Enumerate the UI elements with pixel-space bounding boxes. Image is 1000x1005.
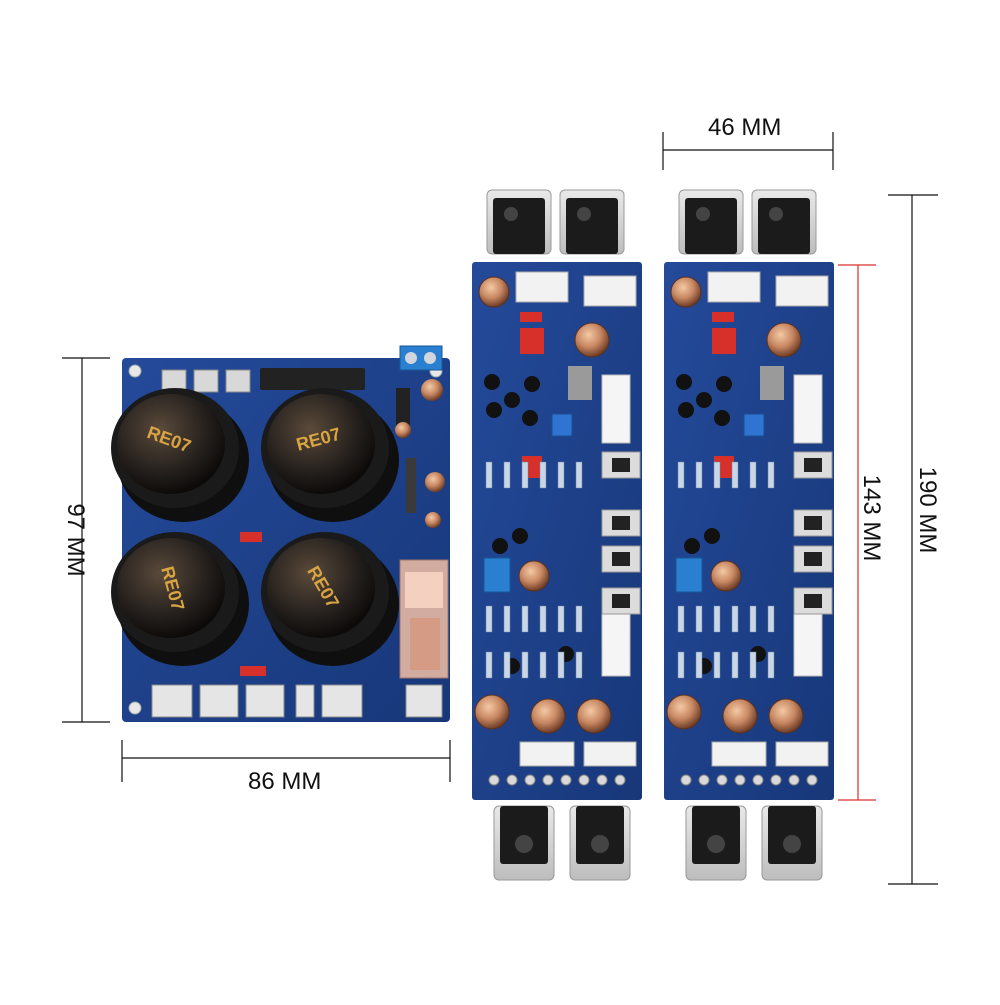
pcb-height-line xyxy=(838,264,876,801)
amp-height-label: 190 MM xyxy=(914,466,941,554)
dimension-lines xyxy=(62,132,938,885)
psu-width-label: 86 MM xyxy=(248,768,322,795)
psu-height-label: 97 MM xyxy=(62,503,89,577)
amp-board-1 xyxy=(472,189,642,881)
psu-capacitor xyxy=(111,388,249,522)
psu-capacitor xyxy=(111,532,249,666)
relay xyxy=(399,559,449,679)
amp-pcb-height-label: 143 MM xyxy=(858,474,885,562)
psu-capacitor xyxy=(261,532,399,666)
amp-width-label: 46 MM xyxy=(708,114,782,141)
bridge-rectifier xyxy=(260,368,365,390)
psu-capacitor xyxy=(261,388,399,522)
power-supply-board: RE07 RE07 RE07 RE07 xyxy=(111,345,450,722)
amp-board-2 xyxy=(664,189,834,881)
